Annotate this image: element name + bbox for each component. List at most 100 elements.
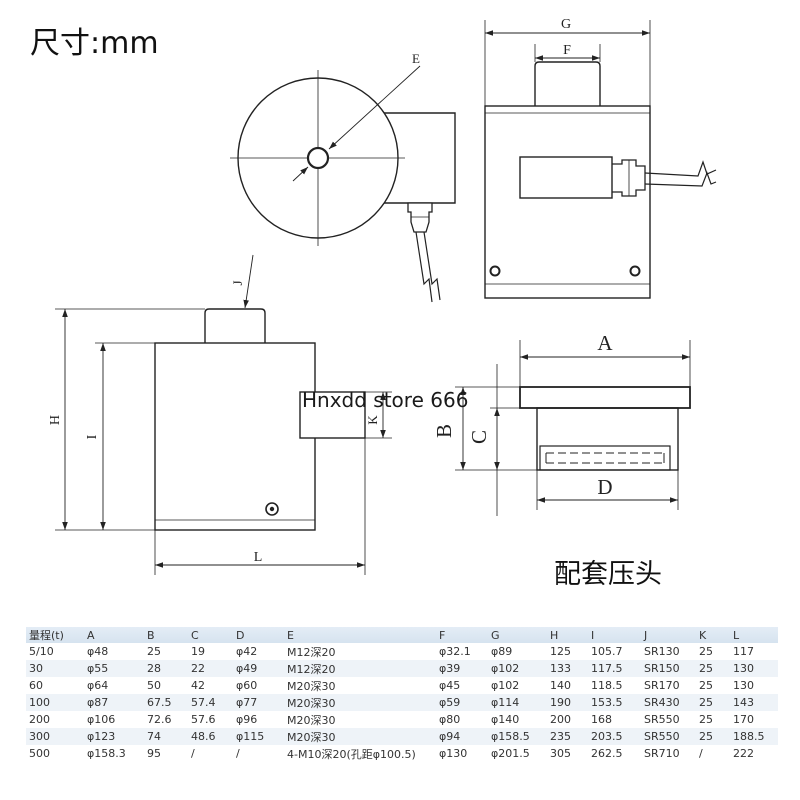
table-cell: M20深30 xyxy=(287,713,336,727)
dim-label-k: K xyxy=(365,415,380,425)
dim-label-f: F xyxy=(563,43,571,58)
column-header: J xyxy=(644,628,648,642)
dim-label-i: I xyxy=(85,434,100,439)
table-cell: 125 xyxy=(550,645,571,658)
side-view-connector-box xyxy=(299,391,366,439)
column-header: L xyxy=(733,628,740,642)
front-view-cable xyxy=(644,160,717,177)
column-header: E xyxy=(287,628,294,642)
pressure-head-body xyxy=(536,407,679,471)
table-cell: 133 xyxy=(550,662,571,675)
table-cell: φ55 xyxy=(87,662,109,675)
dim-label-b: B xyxy=(432,424,456,438)
dim-label-l: L xyxy=(254,550,263,565)
table-cell: φ201.5 xyxy=(491,747,530,760)
table-cell: 203.5 xyxy=(591,730,623,743)
front-view xyxy=(484,20,717,299)
table-cell: φ114 xyxy=(491,696,520,709)
top-view xyxy=(230,65,456,303)
table-cell: φ32.1 xyxy=(439,645,471,658)
table-cell: φ140 xyxy=(491,713,520,726)
column-header: C xyxy=(191,628,199,642)
table-cell: φ60 xyxy=(236,679,258,692)
table-cell: SR130 xyxy=(644,645,680,658)
table-cell: 28 xyxy=(147,662,161,675)
table-cell: 72.6 xyxy=(147,713,172,726)
column-header: A xyxy=(87,628,95,642)
table-cell: φ158.3 xyxy=(87,747,126,760)
dim-label-h: H xyxy=(48,415,63,425)
top-view-cable-gland xyxy=(407,202,433,233)
table-cell: 48.6 xyxy=(191,730,216,743)
table-cell: 222 xyxy=(733,747,754,760)
table-cell: 143 xyxy=(733,696,754,709)
column-header: I xyxy=(591,628,595,642)
table-cell: 200 xyxy=(550,713,571,726)
table-cell: SR550 xyxy=(644,713,680,726)
table-cell: φ102 xyxy=(491,662,520,675)
table-cell: 30 xyxy=(29,662,43,675)
front-view-mount-hole-left xyxy=(489,265,501,277)
table-cell: 22 xyxy=(191,662,205,675)
front-view-load-boss xyxy=(534,61,601,106)
pressure-head-top-plate xyxy=(519,386,691,409)
front-view-connector-box xyxy=(519,156,613,199)
side-view-body xyxy=(154,342,316,531)
table-cell: 60 xyxy=(29,679,43,692)
table-cell: 140 xyxy=(550,679,571,692)
table-cell: φ106 xyxy=(87,713,116,726)
dim-label-a: A xyxy=(597,331,613,355)
table-cell: 235 xyxy=(550,730,571,743)
page-title: 尺寸:mm xyxy=(30,26,159,61)
e-leader-line xyxy=(328,65,421,150)
table-cell: 130 xyxy=(733,679,754,692)
table-cell: 190 xyxy=(550,696,571,709)
column-header: F xyxy=(439,628,446,642)
dim-label-c: C xyxy=(467,430,491,444)
table-cell: 95 xyxy=(147,747,161,760)
column-header: B xyxy=(147,628,155,642)
table-cell: / xyxy=(191,747,195,760)
table-cell: 170 xyxy=(733,713,754,726)
table-cell: φ64 xyxy=(87,679,109,692)
table-cell: M20深30 xyxy=(287,696,336,710)
table-cell: φ59 xyxy=(439,696,461,709)
front-view-cable-gland xyxy=(612,159,646,197)
table-cell: 262.5 xyxy=(591,747,623,760)
column-header: G xyxy=(491,628,500,642)
table-cell: 25 xyxy=(147,645,161,658)
table-cell: 117.5 xyxy=(591,662,623,675)
table-cell: M12深20 xyxy=(287,662,336,676)
pressure-head-view xyxy=(455,340,691,516)
table-cell: φ48 xyxy=(87,645,109,658)
top-view-thread-hole xyxy=(306,146,330,170)
table-cell: 25 xyxy=(699,662,713,675)
table-cell: 25 xyxy=(699,713,713,726)
dim-label-d: D xyxy=(597,475,612,499)
pressure-head-caption: 配套压头 xyxy=(554,559,662,590)
table-cell: SR710 xyxy=(644,747,680,760)
side-view xyxy=(55,254,392,575)
table-cell: SR170 xyxy=(644,679,680,692)
table-cell: φ77 xyxy=(236,696,258,709)
table-cell: 188.5 xyxy=(733,730,765,743)
table-cell: φ39 xyxy=(439,662,461,675)
table-cell: φ80 xyxy=(439,713,461,726)
side-view-load-boss xyxy=(204,308,266,343)
dim-label-j: J xyxy=(230,280,245,285)
column-header: D xyxy=(236,628,245,642)
table-cell: 117 xyxy=(733,645,754,658)
table-cell: 25 xyxy=(699,645,713,658)
table-cell: φ102 xyxy=(491,679,520,692)
column-header: H xyxy=(550,628,559,642)
table-cell: SR150 xyxy=(644,662,680,675)
table-cell: 168 xyxy=(591,713,612,726)
side-view-mount-hole xyxy=(265,502,279,516)
j-leader-line xyxy=(243,254,254,309)
